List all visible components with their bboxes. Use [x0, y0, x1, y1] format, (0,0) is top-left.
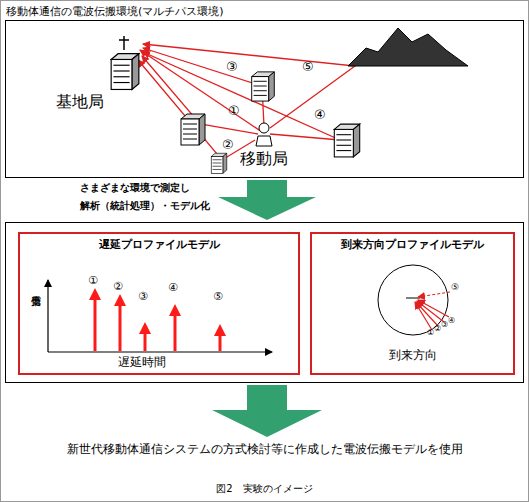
station-label: 基地局 [56, 93, 104, 111]
callout-number: ③ [226, 60, 238, 74]
reflect-path-4 [143, 52, 340, 140]
reflect-path-5 [143, 44, 355, 128]
arrival-arrow [418, 300, 449, 317]
impulse-arrow [174, 310, 177, 351]
impulse-arrow [119, 300, 122, 351]
process-note: 解析（統計処理）・モデル化 [80, 200, 210, 211]
axis [48, 351, 272, 352]
station-label: 移動局 [240, 150, 288, 168]
direction-circle [378, 265, 448, 335]
callout-number: ② [434, 325, 441, 334]
base-building [111, 54, 139, 90]
mobile-station-icon [256, 123, 272, 146]
station-mark [406, 298, 420, 299]
antenna [119, 39, 129, 41]
axis-label: 到来方向 [389, 349, 437, 362]
box-heading: 遅延プロファイルモデル [20, 237, 298, 252]
callout-number: ③ [138, 291, 148, 303]
flow-arrow [218, 180, 316, 220]
process-note: さまざまな環境で測定し [80, 182, 190, 193]
callout-number: ① [427, 329, 434, 338]
delay-impulses [95, 294, 220, 351]
impulse-arrow [219, 330, 222, 351]
mountain [348, 28, 468, 66]
propagation-paths [138, 44, 355, 160]
callout-number: ④ [448, 317, 455, 326]
callout-number: ④ [168, 282, 178, 294]
box-heading: 到来方向プロファイルモデル [312, 237, 513, 252]
callout-number: ③ [441, 321, 448, 330]
building-icon [181, 114, 205, 145]
axis [47, 280, 48, 352]
building-icon [211, 153, 227, 173]
impulse-arrow [94, 294, 97, 351]
box-heading: 移動体通信の電波伝搬環境(マルチパス環境) [6, 4, 224, 19]
arrival-arrow [418, 292, 450, 297]
figure-caption: 図2 実験のイメージ [0, 482, 529, 496]
callout-number: ① [88, 275, 98, 287]
model-frame [6, 223, 524, 383]
building-icon [252, 72, 275, 101]
flow-arrow [212, 385, 322, 437]
axis-label: 遅延時間 [118, 356, 166, 369]
callout-number: ② [113, 281, 123, 293]
callout-number: ④ [314, 108, 326, 122]
arrival-arrows [415, 300, 449, 330]
callout-number: ⑤ [213, 291, 223, 303]
person-body [256, 136, 272, 146]
reflect-path-2 [138, 60, 255, 160]
building-icon [334, 124, 359, 157]
impulse-arrow [144, 328, 147, 351]
person-head [259, 123, 269, 133]
summary-text: 新世代移動体通信システムの方式検討等に作成した電波伝搬モデルを使用 [0, 443, 529, 456]
model-box: 遅延プロファイルモデル [18, 232, 300, 375]
callout-number: ① [228, 104, 240, 118]
callout-number: ⑤ [302, 60, 314, 74]
callout-number: ② [222, 138, 234, 152]
callout-number: ⑤ [451, 283, 459, 293]
antenna [123, 36, 125, 50]
base-station-icon [111, 36, 139, 89]
